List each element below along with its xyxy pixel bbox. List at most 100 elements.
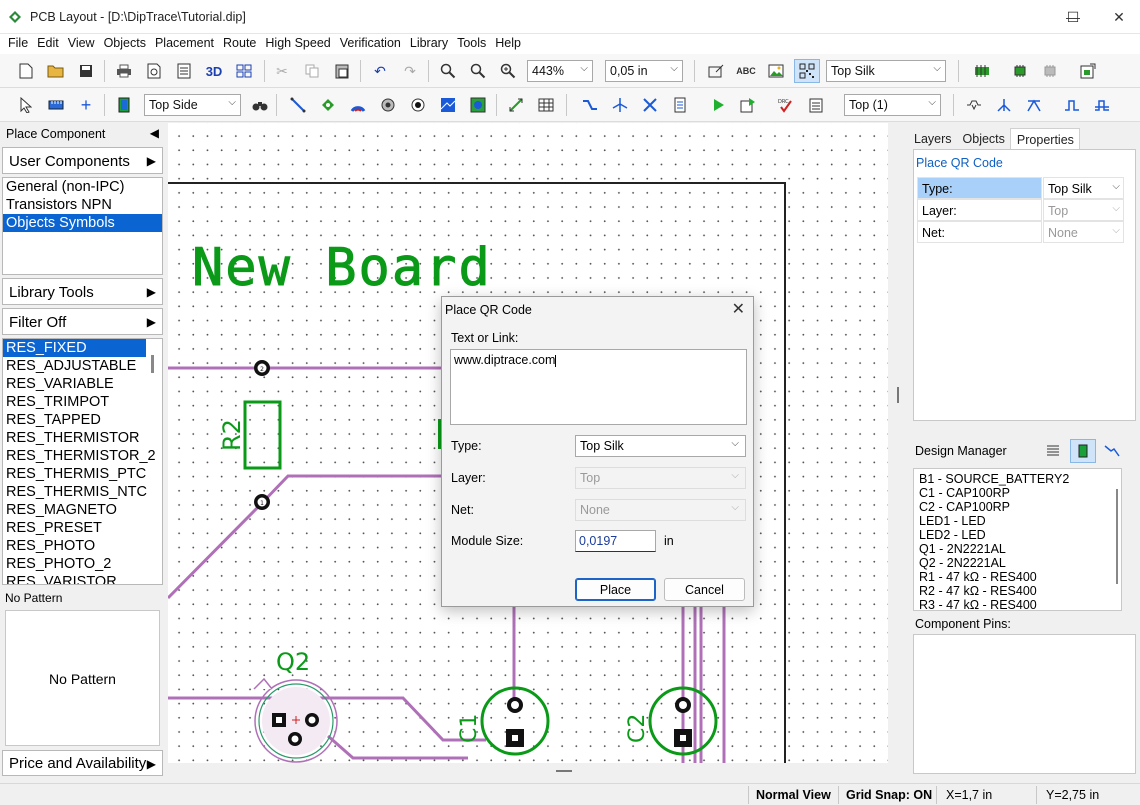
- redo-icon[interactable]: ↷: [404, 62, 416, 79]
- menu-route[interactable]: Route: [223, 36, 257, 50]
- table-icon[interactable]: [536, 95, 556, 115]
- component-item[interactable]: RES_THERMISTOR: [6, 430, 140, 446]
- component-item[interactable]: RES_PRESET: [6, 520, 102, 536]
- component-item[interactable]: RES_PHOTO_2: [6, 556, 112, 572]
- place-shape-icon[interactable]: [706, 61, 726, 81]
- design-item[interactable]: R1 - 47 kΩ - RES400: [919, 570, 1037, 584]
- list-view-icon[interactable]: [1046, 443, 1060, 459]
- run-step-icon[interactable]: [738, 95, 758, 115]
- menu-view[interactable]: View: [67, 36, 95, 50]
- design-item[interactable]: LED1 - LED: [919, 514, 986, 528]
- price-availability-button[interactable]: Price and Availability▶: [2, 750, 163, 776]
- diff-pair-icon[interactable]: [994, 95, 1014, 115]
- zoom-out-icon[interactable]: [468, 61, 488, 81]
- board-icon[interactable]: [972, 61, 992, 81]
- module-size-input[interactable]: 0,0197: [575, 530, 656, 552]
- maximize-button[interactable]: ☐: [1050, 0, 1096, 34]
- paste-icon[interactable]: [332, 61, 352, 81]
- menu-file[interactable]: File: [8, 36, 29, 50]
- library-item[interactable]: Transistors NPN: [6, 197, 112, 213]
- menu-objects[interactable]: Objects: [103, 36, 146, 50]
- arc-trace-icon[interactable]: [348, 95, 368, 115]
- cut-icon[interactable]: ✂: [276, 62, 288, 79]
- component-item[interactable]: RES_THERMIS_PTC: [6, 466, 147, 482]
- drc-report-icon[interactable]: [806, 95, 826, 115]
- qr-text-input[interactable]: www.diptrace.com: [450, 349, 747, 425]
- menu-tools[interactable]: Tools: [457, 36, 487, 50]
- save-icon[interactable]: [76, 61, 96, 81]
- design-item[interactable]: Q2 - 2N2221AL: [919, 556, 1006, 570]
- new-file-icon[interactable]: [16, 61, 36, 81]
- undo-icon[interactable]: ↶: [374, 62, 386, 79]
- select-cursor-icon[interactable]: [16, 95, 36, 115]
- menu-verification[interactable]: Verification: [339, 36, 401, 50]
- tab-objects[interactable]: Objects: [962, 132, 1005, 146]
- canvas-h-scrollbar[interactable]: [168, 763, 888, 778]
- fanout-icon[interactable]: [610, 95, 630, 115]
- design-item[interactable]: R2 - 47 kΩ - RES400: [919, 584, 1037, 598]
- ruler-icon[interactable]: [46, 95, 66, 115]
- component-item[interactable]: RES_VARISTOR: [6, 574, 117, 585]
- drc-check-icon[interactable]: DRC: [776, 95, 796, 115]
- user-components-button[interactable]: User Components▶: [2, 147, 163, 174]
- autoroute-icon[interactable]: [580, 95, 600, 115]
- layer-color-icon[interactable]: [114, 95, 134, 115]
- net-class-icon[interactable]: [1024, 95, 1044, 115]
- close-window-button[interactable]: ✕: [1096, 0, 1140, 34]
- pad-icon[interactable]: [378, 95, 398, 115]
- tab-properties[interactable]: Properties: [1009, 128, 1080, 150]
- open-folder-icon[interactable]: [46, 61, 66, 81]
- cancel-button[interactable]: Cancel: [664, 578, 745, 601]
- component-item[interactable]: RES_MAGNETO: [6, 502, 117, 518]
- design-item[interactable]: R3 - 47 kΩ - RES400: [919, 598, 1037, 611]
- component-item[interactable]: RES_VARIABLE: [6, 376, 114, 392]
- length-match-icon[interactable]: [964, 95, 984, 115]
- component-item[interactable]: RES_THERMIS_NTC: [6, 484, 147, 500]
- report-icon[interactable]: [174, 61, 194, 81]
- menu-library[interactable]: Library: [409, 36, 449, 50]
- qr-code-icon[interactable]: [794, 59, 820, 83]
- list-scrollbar[interactable]: [151, 355, 154, 373]
- binoculars-icon[interactable]: [250, 95, 270, 115]
- fill-pour-icon[interactable]: [468, 95, 488, 115]
- component-item[interactable]: RES_PHOTO: [6, 538, 96, 554]
- grid-snap-status[interactable]: Grid Snap: ON: [846, 788, 933, 802]
- copy-icon[interactable]: [302, 61, 322, 81]
- chip-icon[interactable]: [1010, 61, 1030, 81]
- export-icon[interactable]: [1078, 61, 1098, 81]
- menu-placement[interactable]: Placement: [154, 36, 215, 50]
- menu-help[interactable]: Help: [495, 36, 521, 50]
- menu-edit[interactable]: Edit: [37, 36, 59, 50]
- copper-pour-icon[interactable]: [438, 95, 458, 115]
- design-item[interactable]: C1 - CAP100RP: [919, 486, 1011, 500]
- top-layer-select[interactable]: Top Silk⌵: [826, 60, 946, 82]
- signal-alt-icon[interactable]: [1092, 95, 1112, 115]
- h-scroll-thumb[interactable]: [556, 770, 572, 772]
- tab-layers[interactable]: Layers: [914, 132, 952, 146]
- dialog-close-icon[interactable]: ✕: [731, 301, 745, 318]
- library-item[interactable]: General (non-IPC): [6, 179, 125, 195]
- print-icon[interactable]: [114, 61, 134, 81]
- route-trace-icon[interactable]: [288, 95, 308, 115]
- component-item[interactable]: RES_TAPPED: [6, 412, 101, 428]
- view-3d-button[interactable]: 3D: [205, 63, 223, 79]
- component-item[interactable]: RES_ADJUSTABLE: [6, 358, 137, 374]
- component-item[interactable]: RES_TRIMPOT: [6, 394, 110, 410]
- zoom-select[interactable]: 443%⌵: [527, 60, 593, 82]
- nets-view-icon[interactable]: [1104, 444, 1120, 458]
- zoom-in-icon[interactable]: [438, 61, 458, 81]
- design-item[interactable]: B1 - SOURCE_BATTERY2: [919, 472, 1070, 486]
- design-item[interactable]: Q1 - 2N2221AL: [919, 542, 1006, 556]
- filter-button[interactable]: Filter Off▶: [2, 308, 163, 335]
- signal-icon[interactable]: [1062, 95, 1082, 115]
- library-item-selected[interactable]: Objects Symbols: [3, 214, 162, 232]
- grid-select[interactable]: 0,05 in⌵: [605, 60, 683, 82]
- components-view-icon[interactable]: [1070, 439, 1096, 463]
- text-abc-icon[interactable]: ABC: [736, 66, 756, 76]
- view-mode-status[interactable]: Normal View: [756, 788, 831, 802]
- print-preview-icon[interactable]: [144, 61, 164, 81]
- run-autorouter-icon[interactable]: [708, 95, 728, 115]
- component-item-selected[interactable]: RES_FIXED: [3, 339, 146, 357]
- route-settings-icon[interactable]: [670, 95, 690, 115]
- design-list-scrollbar[interactable]: [1116, 489, 1118, 584]
